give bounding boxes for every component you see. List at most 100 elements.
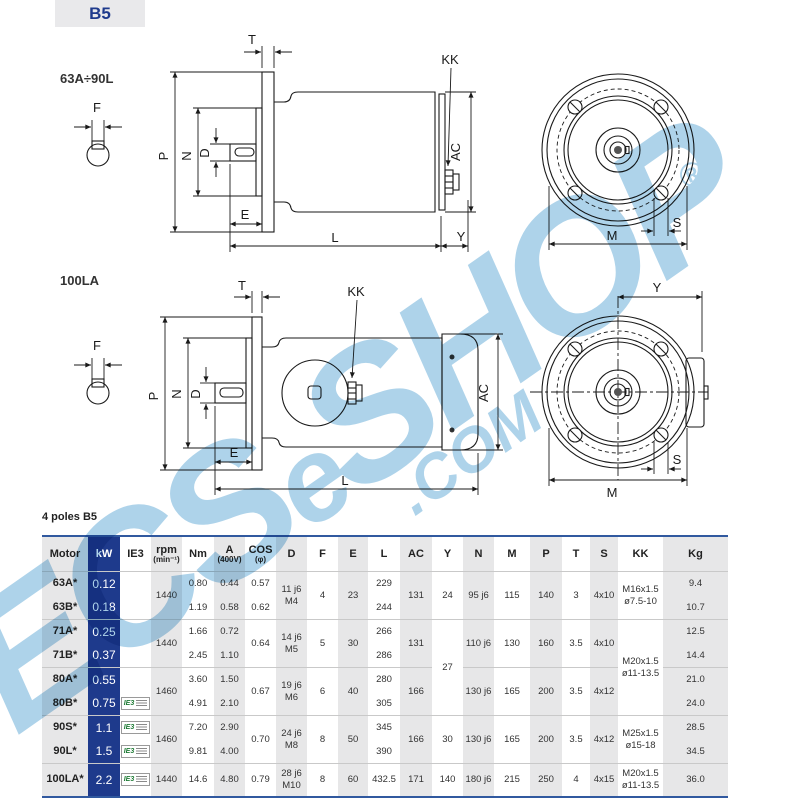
table-cell: 6 <box>307 667 338 716</box>
table-cell: 40 <box>338 667 368 716</box>
table-cell: 4 <box>562 763 590 797</box>
dim-label-p-1: P <box>156 152 171 161</box>
dimensions-2 <box>160 291 503 495</box>
table-cell: 0.64 <box>245 619 276 668</box>
table-cell: 3.60 <box>182 667 214 692</box>
table-cell: 390 <box>376 745 392 757</box>
table-cell: 1460 <box>151 715 182 764</box>
table-cell: 166 <box>400 715 432 764</box>
table-cell: 305 <box>376 697 392 709</box>
table-cell: 0.79 <box>245 763 276 797</box>
table-cell: 95 j6 <box>463 571 494 620</box>
column-header-cos: COS(φ) <box>245 536 276 572</box>
table-cell: 110 j6 <box>463 619 494 668</box>
ie3-efficiency-badge: IE3 <box>120 696 151 710</box>
table-cell: 23 <box>338 571 368 620</box>
table-cell: 345 <box>368 715 400 740</box>
dim-label-t-1: T <box>248 32 256 47</box>
table-cell <box>120 619 151 644</box>
ie3-efficiency-badge: IE3 <box>120 773 151 787</box>
table-cell: 36.0 <box>663 763 728 797</box>
dim-label-s-2: S <box>673 452 682 467</box>
drawing2-title: 100LA <box>60 273 100 288</box>
ie3-efficiency-badge: IE3 <box>120 744 151 758</box>
table-cell: 130 j6 <box>463 667 494 716</box>
table-cell: 9.4 <box>663 571 728 596</box>
table-cell: 4x12 <box>590 667 618 716</box>
dim-label-s-1: S <box>673 215 682 230</box>
table-cell: 140 <box>432 763 463 797</box>
table-cell: 1.5 <box>88 739 120 764</box>
table-cell: 14.6 <box>182 763 214 797</box>
flange-front-view-2 <box>530 291 709 486</box>
table-cell: 2.90 <box>214 715 245 740</box>
table-cell: 0.58 <box>214 595 245 620</box>
column-header-kg: Kg <box>663 536 728 572</box>
column-header-d: D <box>276 536 307 572</box>
dim-label-f-1: F <box>93 100 101 115</box>
table-cell: 1.10 <box>214 643 245 668</box>
column-header-y: Y <box>432 536 463 572</box>
table-cell: 1440 <box>151 619 182 668</box>
dim-label-f-2: F <box>93 338 101 353</box>
table-cell: 131 <box>400 619 432 668</box>
table-cell: 4.91 <box>188 697 208 709</box>
table-cell: 0.37 <box>88 643 120 668</box>
column-header-ie3: IE3 <box>120 536 151 572</box>
dim-label-d-2: D <box>188 389 203 398</box>
table-cell: 432.5 <box>368 763 400 797</box>
column-header-kk: KK <box>618 536 663 572</box>
table-cell: 160 <box>530 619 562 668</box>
drawing1-title: 63A÷90L <box>60 71 113 86</box>
table-cell: 90L* <box>42 739 88 764</box>
table-cell: 80A* <box>42 667 88 692</box>
table-cell: 0.70 <box>245 715 276 764</box>
dim-label-n-2: N <box>169 389 184 398</box>
table-cell: 50 <box>338 715 368 764</box>
table-cell <box>120 596 151 620</box>
dim-label-m-2: M <box>607 485 618 500</box>
table-cell: 244 <box>376 601 392 613</box>
table-cell: 9.81 <box>188 745 208 757</box>
table-cell: 4x10 <box>590 571 618 620</box>
column-header-n: N <box>463 536 494 572</box>
table-cell: 4 <box>319 589 326 601</box>
table-cell: 100LA* <box>42 763 88 797</box>
table-cell <box>120 572 151 596</box>
table-cell: 140 <box>530 571 562 620</box>
table-cell: 4.00 <box>214 739 245 764</box>
table-cell <box>120 667 151 692</box>
column-header-kw: kW <box>88 536 120 572</box>
column-header-l: L <box>368 536 400 572</box>
table-cell: 166 <box>400 667 432 716</box>
table-cell: 0.12 <box>88 571 120 596</box>
dim-label-m-1: M <box>607 228 618 243</box>
dim-label-l-2: L <box>341 473 348 488</box>
table-cell <box>120 644 151 668</box>
table-cell: 0.72 <box>214 619 245 644</box>
table-cell: 14.4 <box>663 643 728 668</box>
table-cell: 180 j6 <box>463 763 494 797</box>
table-cell: 229 <box>376 578 392 590</box>
table-cell: 8 <box>307 715 338 764</box>
column-header-s: S <box>590 536 618 572</box>
table-cell: 3.5 <box>562 715 590 764</box>
table-cell: 1.50 <box>214 667 245 692</box>
dimensions-1 <box>170 46 476 252</box>
dim-label-n-1: N <box>179 151 194 160</box>
table-cell: 165 <box>494 667 530 716</box>
table-cell: 1.1 <box>88 715 120 740</box>
